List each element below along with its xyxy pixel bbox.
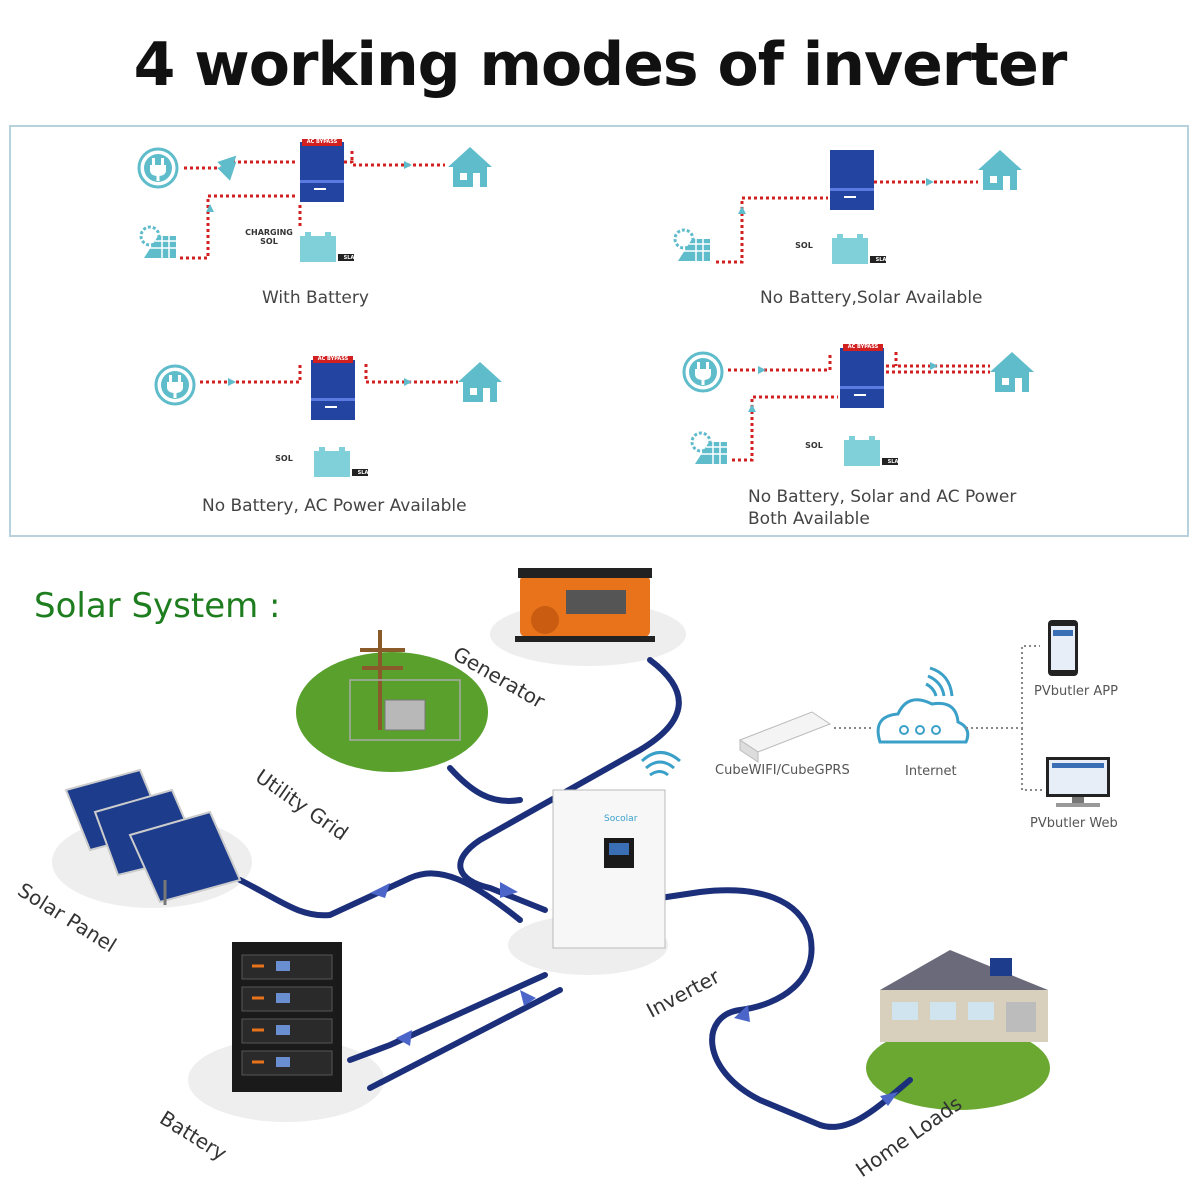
cube-device-icon: [738, 711, 832, 763]
transformer-icon: [349, 679, 461, 741]
charging-label: CHARGING: [245, 228, 293, 237]
internet-label: Internet: [905, 764, 957, 779]
cube-label: CubeWIFI/CubeGPRS: [715, 763, 850, 778]
sla-label-2: SLA: [875, 257, 887, 263]
wifi-icon: [640, 751, 681, 777]
mode-caption-line2: Both Available: [748, 509, 870, 529]
ac-plug-icon: [682, 351, 724, 393]
mode-no-battery-ac: [154, 356, 502, 477]
sol-label: SOL: [260, 237, 278, 246]
mode-caption-line1: No Battery, Solar and AC Power: [748, 487, 1017, 507]
modes-panel: [9, 125, 1189, 537]
mode-caption-no-battery-solar-ac: No Battery, Solar and AC Power Both Avai…: [748, 486, 1016, 530]
inverter-icon: [311, 360, 355, 420]
solar-panel-icon: [64, 768, 242, 905]
bypass-label-3: AC BYPASS: [317, 356, 349, 362]
flow-arrows: [370, 882, 898, 1106]
house-icon: [990, 352, 1034, 392]
app-label: PVbutler APP: [1034, 684, 1118, 699]
ac-plug-icon: [154, 364, 196, 406]
mode-caption-no-battery-solar: No Battery,Solar Available: [760, 288, 983, 308]
inverter-icon: [300, 142, 344, 202]
link-cloud-clients: [966, 645, 1044, 791]
flow-pipes: [237, 657, 913, 1130]
bypass-label-4: AC BYPASS: [847, 344, 879, 350]
sol-label-3: SOL: [275, 454, 293, 463]
bypass-tag: [843, 344, 883, 351]
bypass-tag: [302, 139, 342, 146]
generator-icon: [515, 568, 655, 642]
mode-no-battery-solar-ac: [682, 344, 1034, 466]
cloud-wifi-icon: [925, 666, 954, 697]
charging-sol-label: CHARGING SOL: [243, 228, 295, 246]
phone-icon: [1048, 620, 1078, 676]
sla-label-3: SLA: [357, 470, 369, 476]
solar-panel-icon: [673, 228, 712, 263]
inverter-icon: [830, 150, 874, 210]
house-icon: [978, 150, 1022, 190]
inverter-icon: [840, 348, 884, 408]
bypass-label-1: AC BYPASS: [306, 139, 338, 145]
sla-label-1: SLA: [343, 255, 355, 261]
house-icon: [448, 147, 492, 187]
sol-label-2: SOL: [795, 241, 813, 250]
mode-caption-no-battery-ac: No Battery, AC Power Available: [202, 496, 467, 516]
inverter-device: [552, 789, 666, 949]
monitor-icon: [1046, 757, 1110, 807]
solar-panel-icon: [690, 431, 729, 466]
inverter-brand: Socolar: [604, 814, 638, 824]
solar-system-title: Solar System :: [34, 586, 281, 626]
mode-caption-with-battery: With Battery: [262, 288, 369, 308]
sol-label-4: SOL: [805, 441, 823, 450]
page-title: 4 working modes of inverter: [133, 30, 1068, 100]
web-label: PVbutler Web: [1030, 816, 1118, 831]
home-loads-platform: [866, 1026, 1050, 1110]
mode-with-battery: [137, 139, 492, 262]
cloud-icon: [876, 698, 970, 744]
battery-rack-icon: [232, 942, 342, 1092]
house-icon: [458, 362, 502, 402]
home-icon: [880, 950, 1048, 1042]
sla-label-4: SLA: [887, 459, 899, 465]
mode-no-battery-solar: [673, 150, 1022, 264]
solar-panel-icon: [139, 225, 178, 260]
bypass-tag: [313, 356, 353, 363]
ac-plug-icon: [137, 147, 179, 189]
